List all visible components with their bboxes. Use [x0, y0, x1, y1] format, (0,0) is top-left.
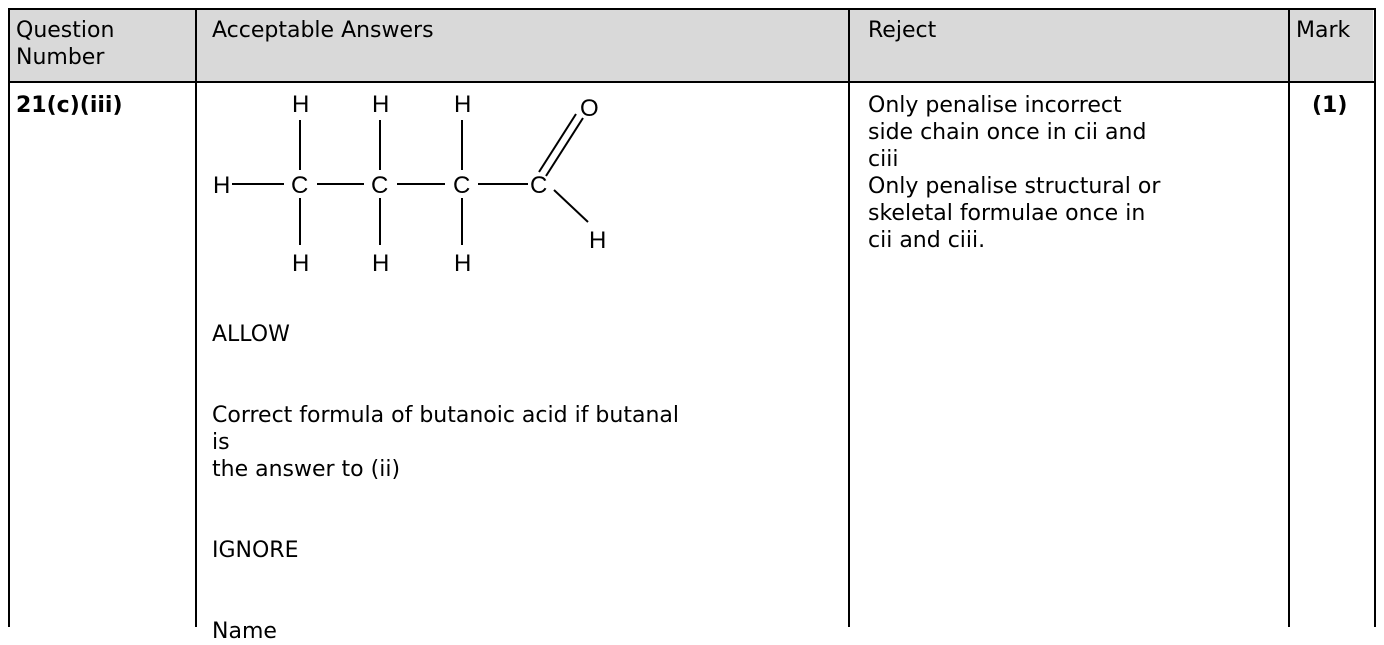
header-bottom-border — [8, 81, 1376, 83]
atom-c4: C — [530, 172, 547, 199]
question-number: 21(c)(iii) — [16, 93, 123, 118]
butanal-structural-formula: H H H O H C C C C H H H H — [213, 91, 606, 277]
table-header-row — [9, 9, 1373, 82]
reject-line1: Only penalise incorrect — [868, 93, 1122, 118]
ignore-heading: IGNORE — [212, 538, 299, 563]
bond-c4-o-b — [545, 117, 584, 177]
column-divider-1 — [195, 8, 197, 627]
reject-line2: side chain once in cii and — [868, 120, 1147, 145]
reject-line3: ciii — [868, 147, 899, 172]
bond-c4-o-a — [538, 113, 577, 173]
table-right-border — [1374, 8, 1376, 627]
reject-line5: skeletal formulae once in — [868, 201, 1146, 226]
reject-line4: Only penalise structural or — [868, 174, 1161, 199]
table-left-border — [8, 8, 10, 627]
reject-line6: cii and ciii. — [868, 228, 986, 253]
atom-h-bottom-3: H — [454, 250, 471, 277]
atom-c2: C — [371, 172, 388, 199]
header-mark: Mark — [1296, 18, 1351, 43]
atom-h-top-3: H — [454, 91, 471, 118]
header-question-number-line2: Number — [16, 45, 105, 70]
allow-text-line2: is — [212, 430, 230, 455]
atom-h-bottom-1: H — [292, 250, 309, 277]
column-divider-2 — [848, 8, 850, 627]
atom-o: O — [580, 95, 599, 122]
allow-text-line3: the answer to (ii) — [212, 457, 401, 482]
atom-h-top-1: H — [292, 91, 309, 118]
table-top-border — [8, 8, 1376, 10]
column-divider-3 — [1288, 8, 1290, 627]
allow-heading: ALLOW — [212, 322, 290, 347]
header-question-number-line1: Question — [16, 18, 115, 43]
atom-h-left: H — [213, 172, 230, 199]
mark-value: (1) — [1312, 93, 1348, 118]
atom-c3: C — [453, 172, 470, 199]
atom-h-aldehyde: H — [589, 227, 606, 254]
atom-h-bottom-2: H — [372, 250, 389, 277]
allow-text-line1: Correct formula of butanoic acid if buta… — [212, 403, 679, 428]
header-reject: Reject — [868, 18, 937, 43]
bond-c4-h — [553, 189, 589, 223]
atom-c1: C — [291, 172, 308, 199]
ignore-text-line1: Name — [212, 619, 277, 644]
header-acceptable-answers: Acceptable Answers — [212, 18, 434, 43]
atom-h-top-2: H — [372, 91, 389, 118]
